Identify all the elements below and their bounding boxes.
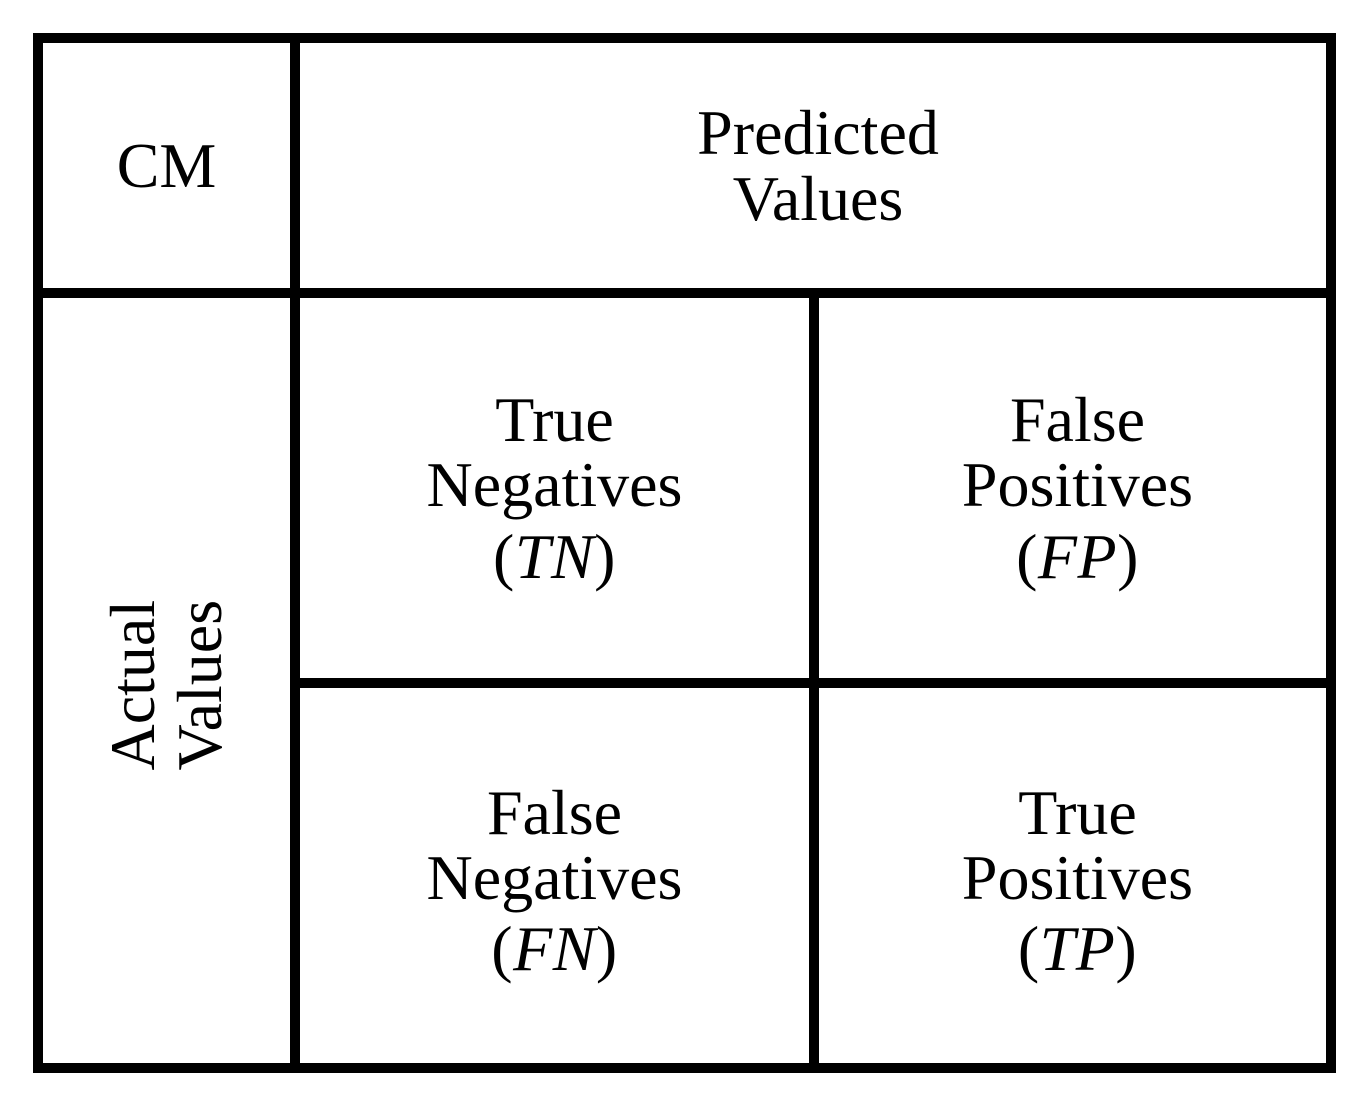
abbr-text: FN xyxy=(513,913,596,985)
cell-false-positives-abbr: (FP) xyxy=(1016,520,1139,592)
cell-true-negatives: True Negatives (TN) xyxy=(300,298,809,678)
cell-false-negatives-line1: False xyxy=(486,776,623,848)
cell-false-positives: False Positives (FP) xyxy=(819,298,1336,678)
cell-false-negatives-line2: Negatives xyxy=(426,841,683,913)
row-header-cell: Actual Values xyxy=(43,298,290,1073)
paren-close: ) xyxy=(594,520,616,592)
paren-open: ( xyxy=(493,520,515,592)
cell-true-positives-abbr: (TP) xyxy=(1018,916,1137,981)
paren-open: ( xyxy=(1017,913,1040,985)
row-header-line2: Values xyxy=(164,600,236,771)
abbr-text: TP xyxy=(1039,913,1116,985)
corner-label-cell: CM xyxy=(43,43,290,288)
paren-close: ) xyxy=(1115,913,1138,985)
grid-line-vertical-label-column xyxy=(290,33,300,1073)
cell-false-positives-line1: False xyxy=(1009,384,1146,456)
cell-true-negatives-line2: Negatives xyxy=(426,449,683,521)
column-header-cell: Predicted Values xyxy=(300,43,1336,288)
column-header-line2: Values xyxy=(732,162,904,234)
cell-true-negatives-abbr: (TN) xyxy=(493,520,616,592)
grid-line-horizontal-header xyxy=(33,288,1336,298)
paren-open: ( xyxy=(1016,520,1038,592)
corner-label: CM xyxy=(116,129,217,201)
paren-close: ) xyxy=(1117,520,1139,592)
cell-false-positives-line2: Positives xyxy=(961,449,1194,521)
paren-close: ) xyxy=(595,913,618,985)
confusion-matrix-table: CM Predicted Values Actual Values True N… xyxy=(33,33,1336,1073)
cell-false-negatives: False Negatives (FN) xyxy=(300,688,809,1073)
abbr-text: FP xyxy=(1037,520,1118,592)
grid-line-horizontal-middle xyxy=(290,678,1336,688)
row-header-line1: Actual xyxy=(97,600,169,771)
cell-true-positives: True Positives (TP) xyxy=(819,688,1336,1073)
cell-true-positives-line1: True xyxy=(1018,776,1137,848)
row-header-rotated-group: Actual Values xyxy=(97,600,236,771)
abbr-text: TN xyxy=(514,520,595,592)
cell-false-negatives-abbr: (FN) xyxy=(491,916,617,981)
paren-open: ( xyxy=(491,913,514,985)
column-header-line1: Predicted xyxy=(697,97,939,169)
cell-true-positives-line2: Positives xyxy=(961,841,1194,913)
cell-true-negatives-line1: True xyxy=(495,384,614,456)
